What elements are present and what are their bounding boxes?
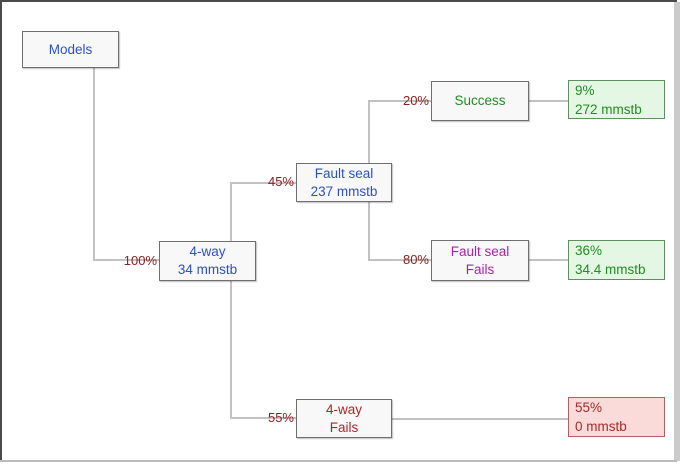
connector-4way-to-4wayfails [230, 417, 296, 419]
node-sublabel: 237 mmstb [310, 183, 378, 199]
connector-faultseal-up [368, 100, 370, 163]
connector-4way-to-faultseal [230, 182, 296, 184]
panel-border-bottom [0, 460, 677, 462]
node-4way-fails[interactable]: 4-way Fails [296, 399, 392, 438]
node-label: Fault seal [450, 243, 510, 259]
node-sublabel: Fails [329, 419, 359, 435]
connector-4way-up [230, 182, 232, 241]
result-volume: 0 mmstb [575, 419, 627, 434]
node-success[interactable]: Success [431, 81, 529, 121]
node-label: 4-way [189, 244, 226, 259]
panel-border-left [0, 0, 2, 462]
connector-faultseal-down [368, 202, 370, 261]
connector-models-to-4way [93, 259, 159, 261]
result-box-4way-fails[interactable]: 55% 0 mmstb [568, 397, 665, 437]
node-models[interactable]: Models [22, 31, 119, 68]
result-percent: 36% [575, 243, 603, 258]
panel-border-top [0, 0, 677, 2]
result-box-success[interactable]: 9% 272 mmstb [568, 80, 665, 119]
branch-probability-45: 45% [267, 174, 294, 189]
right-scrollbar-track[interactable] [674, 2, 680, 461]
branch-probability-80: 80% [402, 252, 429, 267]
result-volume: 272 mmstb [575, 101, 642, 117]
connector-faultseal-to-fsfails [368, 259, 431, 261]
connector-models-down [93, 68, 95, 261]
result-percent: 55% [575, 400, 603, 415]
connector-4wayfails-to-result [392, 418, 568, 420]
result-box-fault-seal-fails[interactable]: 36% 34.4 mmstb [568, 240, 665, 280]
branch-probability-20: 20% [402, 93, 429, 108]
result-volume: 34.4 mmstb [575, 262, 646, 277]
node-4way[interactable]: 4-way 34 mmstb [159, 241, 256, 281]
branch-probability-100: 100% [123, 253, 157, 268]
node-label: Models [48, 41, 93, 57]
node-label: 4-way [325, 401, 362, 417]
branch-probability-55: 55% [267, 410, 294, 425]
node-fault-seal-fails[interactable]: Fault seal Fails [431, 240, 529, 281]
node-sublabel: 34 mmstb [177, 262, 238, 277]
node-fault-seal[interactable]: Fault seal 237 mmstb [296, 163, 392, 202]
connector-fsfails-to-result [529, 259, 568, 261]
node-label: Fault seal [314, 165, 374, 181]
node-label: Success [454, 93, 506, 108]
connector-success-to-result [529, 100, 568, 102]
result-percent: 9% [575, 82, 595, 98]
connector-4way-down [230, 281, 232, 419]
node-sublabel: Fails [465, 261, 495, 277]
connector-faultseal-to-success [368, 100, 431, 102]
